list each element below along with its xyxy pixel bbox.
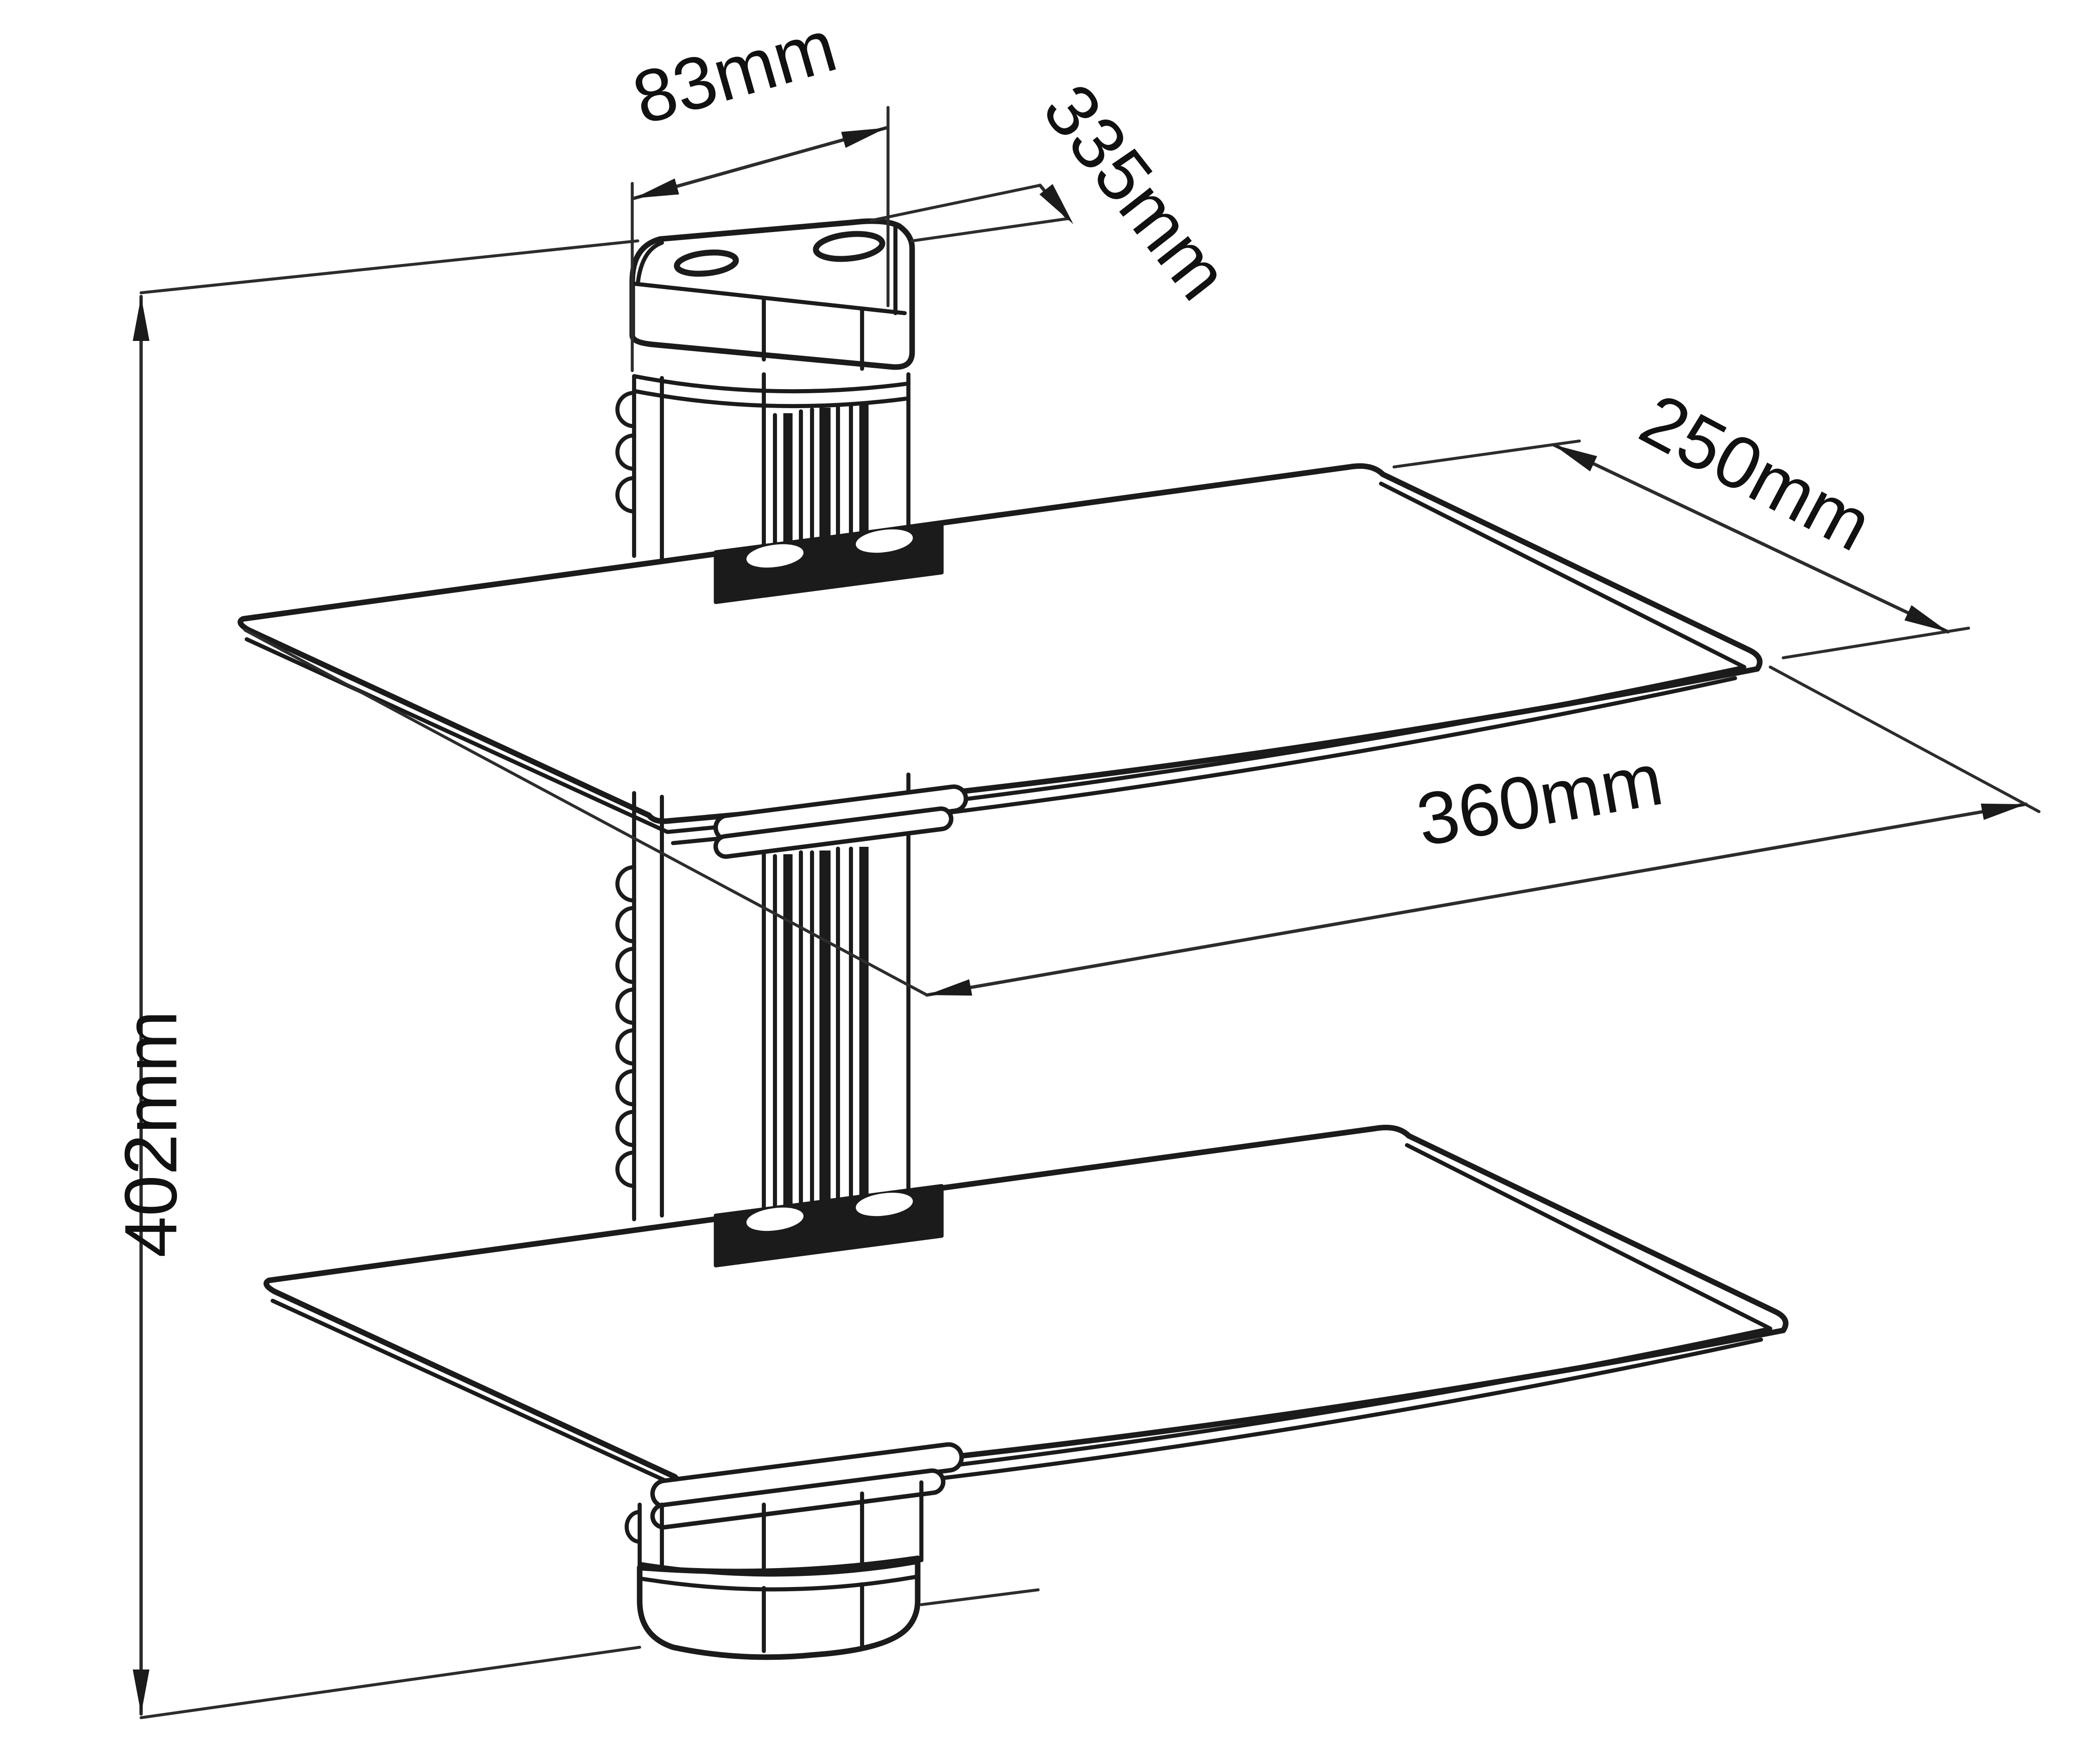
witness-line: [243, 628, 929, 997]
cable-clip-tooth: [615, 1069, 636, 1107]
cable-clip-tooth: [615, 987, 636, 1025]
arrowhead-up-icon: [133, 296, 150, 341]
cable-clip-tooth: [615, 1028, 636, 1066]
dimension-label-mount-width: 83mm: [624, 3, 845, 140]
arrowhead-left-icon: [927, 979, 973, 996]
bottom-cap: [637, 1556, 921, 1660]
cable-clip-tooth: [615, 865, 636, 903]
cap-top-front-crease: [630, 281, 907, 315]
cap-collar-curve: [632, 389, 910, 409]
bottom-cap-body: [637, 1556, 921, 1660]
bottom-cap-collar: [639, 1575, 918, 1592]
cable-clip-tooth: [625, 1510, 642, 1544]
dimension-label-mount-depth: 335mm: [1027, 69, 1245, 315]
bottom-arm-foot: [650, 1442, 964, 1530]
cable-clip-tooth: [615, 476, 636, 514]
cap-collar-curve: [632, 374, 910, 394]
cable-clip-tooth: [615, 906, 636, 944]
cable-clip-tooth: [615, 1109, 636, 1147]
arrowhead-right-icon: [841, 128, 886, 148]
dimension-total-height: 402mm: [109, 239, 1040, 1720]
foot-bar-lower: [713, 806, 954, 859]
upper-column: [615, 372, 910, 562]
witness-line: [1769, 665, 2041, 813]
cable-clip-tooth: [615, 1150, 636, 1188]
dimension-line: [1551, 443, 1950, 634]
wall-plate-cap: [629, 218, 915, 371]
witness-line: [920, 1588, 1040, 1606]
arrowhead-left-icon: [634, 178, 679, 198]
arrowhead-down-icon: [133, 1670, 150, 1714]
cap-left-end-arc: [636, 240, 664, 286]
cap-screw-slot-left: [674, 249, 739, 277]
cap-screw-slot-right: [813, 231, 885, 262]
clamp-bar-lower-band: [714, 556, 944, 604]
witness-line: [910, 217, 1069, 243]
bottom-cap-collar: [638, 1560, 920, 1577]
witness-line: [870, 183, 1042, 222]
dimension-label-total-height: 402mm: [109, 1010, 192, 1258]
clamp-bar-lower-band: [714, 1219, 944, 1267]
cable-clip-tooth: [615, 433, 636, 471]
arrowhead-right-icon: [1980, 803, 2026, 820]
witness-line: [1392, 439, 1581, 469]
top-arm-foot: [713, 784, 968, 859]
witness-line: [1782, 626, 1970, 660]
dimension-mount-depth: 335mm: [870, 69, 1245, 315]
witness-line: [139, 1645, 641, 1720]
dimension-line: [925, 802, 2028, 997]
arrowhead-left-icon: [1553, 445, 1597, 472]
upper-column-slats: [773, 403, 869, 558]
arrowhead-right-icon: [1904, 605, 1948, 632]
clamp-slot: [746, 1207, 804, 1231]
arrowhead-icon: [1039, 184, 1074, 224]
bottom-column-stub: [625, 1480, 923, 1577]
clamp-slot: [855, 529, 913, 553]
foot-bar-lower: [650, 1468, 946, 1530]
dimension-label-shelf-depth: 250mm: [1628, 378, 1885, 567]
top-shelf-glass: [237, 463, 1763, 824]
bottom-shelf-glass: [263, 1125, 1789, 1486]
witness-line: [139, 239, 639, 295]
bottom-shelf: [263, 1125, 1789, 1507]
dimension-label-shelf-width: 360mm: [1411, 737, 1669, 862]
cable-clip-tooth: [615, 946, 636, 984]
clamp-slot: [746, 544, 804, 568]
bottom-arm-clamp: [714, 1184, 944, 1267]
clamp-slot: [855, 1192, 913, 1216]
cable-clip-tooth: [615, 391, 636, 428]
top-arm-clamp: [714, 521, 944, 604]
mid-column-slats: [773, 846, 869, 1216]
middle-column: [615, 772, 910, 1222]
